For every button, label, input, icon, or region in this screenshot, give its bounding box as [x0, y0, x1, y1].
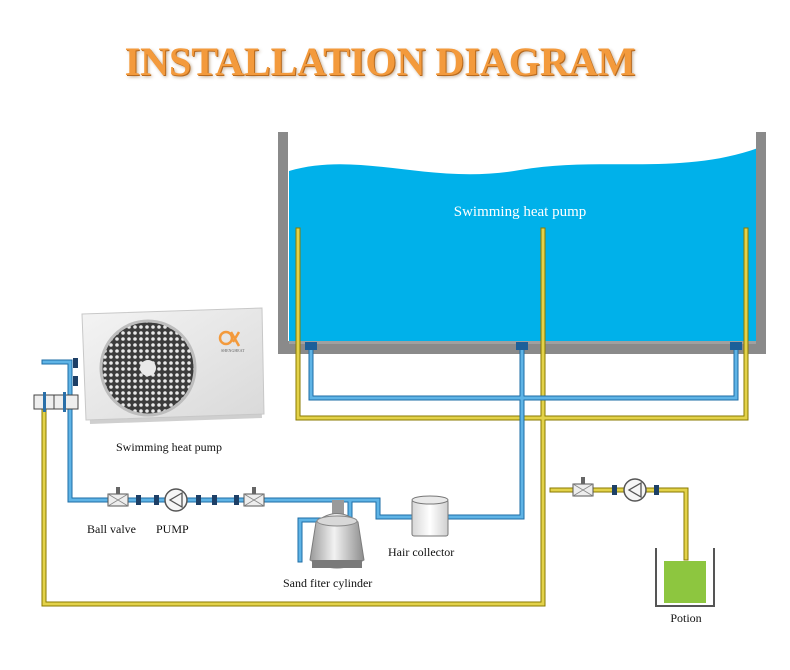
ball-valve-label: Ball valve: [87, 522, 136, 536]
diagram-title: INSTALLATION DIAGRAM: [124, 39, 636, 84]
pool-right-wall: [756, 132, 766, 354]
hair-collector-label: Hair collector: [388, 545, 454, 559]
potion-container: [655, 548, 715, 607]
bypass-valve: [33, 392, 79, 412]
heat-pump-label: Swimming heat pump: [116, 440, 222, 454]
sand-filter-label: Sand fiter cylinder: [283, 576, 372, 590]
heat-pump-unit: SHENGHEAT: [81, 307, 265, 424]
pump-icon: [164, 488, 188, 512]
pump-label: PUMP: [156, 522, 189, 536]
sand-filter-cylinder: [309, 500, 365, 569]
pool-left-wall: [278, 132, 288, 354]
pool-inlets: [305, 342, 742, 350]
pool-label: Swimming heat pump: [454, 204, 587, 220]
potion-label: Potion: [670, 611, 701, 625]
ball-valve-2: [243, 487, 265, 507]
dosing-pump-icon: [623, 478, 647, 502]
swimming-pool: [278, 132, 766, 354]
pipe-couplings: [73, 358, 659, 505]
ball-valve-1: [107, 487, 129, 507]
ball-valve-3: [572, 477, 594, 497]
hair-collector: [411, 495, 449, 537]
brand-logo-icon: [218, 330, 241, 347]
pool-water: [289, 148, 758, 341]
heat-pump-brand: SHENGHEAT: [221, 348, 245, 353]
